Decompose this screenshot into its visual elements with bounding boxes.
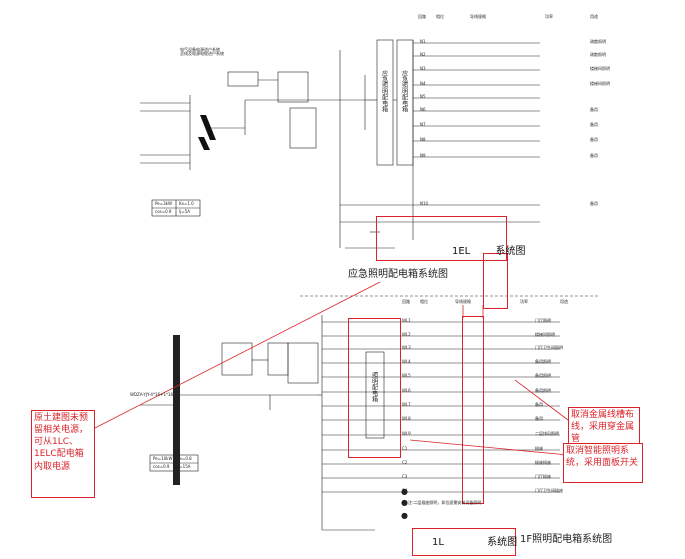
top-row-use: 备用: [590, 201, 598, 206]
bottom-red-box-left: [348, 318, 401, 458]
bottom-row-id: WL1: [402, 318, 411, 323]
bottom-row-id: WL7: [402, 402, 411, 407]
bottom-row-id: C1: [402, 446, 408, 451]
top-caption: 应急照明配电箱系统图: [348, 269, 448, 280]
bottom-col-header-use: 用途: [560, 299, 568, 304]
top-col-header-use: 用途: [590, 14, 598, 19]
bottom-row-id: WL3: [402, 345, 411, 350]
top-row-id: N7: [420, 122, 426, 127]
bottom-row-use: 门厅插座: [535, 474, 551, 479]
bottom-row-use: 门厅照明: [535, 318, 551, 323]
top-row-use: 备用: [590, 153, 598, 158]
bottom-load-cos: cos=0.9: [153, 464, 170, 469]
bottom-row-id: WL2: [402, 332, 411, 337]
top-row-id: N6: [420, 107, 426, 112]
top-row-id: N5: [420, 94, 426, 99]
red-annotations: [94, 281, 569, 456]
bottom-row-id: WL8: [402, 416, 411, 421]
title-1l-suffix: 系统图: [487, 537, 518, 548]
top-row-use: 备用: [590, 137, 598, 142]
top-row-id: N4: [420, 81, 426, 86]
bottom-row-use: 门厅卫生间照明: [535, 345, 563, 350]
top-red-box-main: [376, 216, 507, 261]
title-1el: 1EL 系统图: [452, 242, 525, 257]
bottom-row-id: WL4: [402, 359, 411, 364]
bullet-2: ●: [401, 498, 408, 507]
bottom-row-use: 楼梯间照明: [535, 332, 555, 337]
bottom-row-id: WL9: [402, 431, 411, 436]
bottom-row-use: 插座: [535, 446, 543, 451]
bottom-footnote: 注:二层插座照明，如位面需安装设备照明: [408, 500, 482, 505]
top-row-id: N3: [420, 66, 426, 71]
top-load-kx: Kx=1.0: [179, 201, 194, 206]
bottom-row-id: C2: [402, 460, 408, 465]
top-row-use: 备用: [590, 122, 598, 127]
bottom-col-header-power: 功率: [520, 299, 528, 304]
title-1el-name: 1EL: [452, 246, 471, 257]
bottom-row-use: 备用: [535, 416, 543, 421]
bottom-caption: 1F照明配电箱系统图: [520, 534, 613, 545]
bottom-row-id: C4: [402, 488, 408, 493]
bottom-row-use: 插座插座: [535, 460, 551, 465]
bottom-load-pe: Pe=10kW: [153, 456, 173, 461]
top-row-use: 疏散照明: [590, 39, 606, 44]
note-left: 原土建图未预留相关电源，可从1LC、1ELC配电箱内取电源: [31, 410, 95, 498]
note-right-1: 取消金属线槽布线，采用穿金属管: [568, 407, 640, 445]
bottom-load-ijs: Ij=15A: [177, 464, 191, 469]
top-vbox1-label: 应急照明配电箱: [380, 70, 388, 112]
top-vbox2-label: 应急照明配电箱: [400, 70, 408, 112]
top-diagram: [140, 39, 600, 297]
bottom-red-box-title: [412, 528, 516, 556]
top-row-id: N8: [420, 137, 426, 142]
bottom-row-use: 备用照明: [535, 373, 551, 378]
bottom-vbus-label: 照明配电箱: [370, 372, 378, 402]
top-row-use: 疏散照明: [590, 52, 606, 57]
top-row-id: N1: [420, 39, 426, 44]
top-row-use: 楼梯间照明: [590, 81, 610, 86]
top-load-cos: cos=0.9: [155, 209, 172, 214]
title-1l-name: 1L: [432, 537, 444, 548]
bullet-3: ●: [401, 511, 408, 520]
bottom-diagram: [140, 315, 560, 531]
top-col-header-phase: 相位: [436, 14, 444, 19]
top-load-ijs: Ij=5A: [179, 209, 190, 214]
top-col-header-cable: 导线规格: [470, 14, 486, 19]
bottom-row-use: 备用照明: [535, 359, 551, 364]
top-row-use: 备用: [590, 107, 598, 112]
bottom-row-use: 备用照明: [535, 388, 551, 393]
title-1el-suffix: 系统图: [495, 246, 526, 257]
top-red-box-right: [483, 253, 508, 309]
bottom-feed-label: WDZA-YJY-4*16+1*16: [130, 392, 174, 397]
top-mains-label: 电气设备电源进户系统 总线及电源电缆进户系统: [180, 47, 224, 56]
top-row-use: 楼梯间照明: [590, 66, 610, 71]
top-row-id: N10: [420, 201, 429, 206]
bottom-row-id: WL6: [402, 388, 411, 393]
top-row-id: N9: [420, 153, 426, 158]
top-load-pe: Pe=3kW: [155, 201, 172, 206]
bottom-row-use: 二层排风照明: [535, 431, 559, 436]
bottom-red-box-mid: [462, 316, 484, 504]
title-1l: 1L 系统图: [432, 533, 517, 548]
bottom-col-header-phase: 相位: [420, 299, 428, 304]
note-right-2: 取消智能照明系统，采用面板开关: [563, 443, 643, 483]
bottom-col-header-circuit: 回路: [402, 299, 410, 304]
top-row-id: N2: [420, 52, 426, 57]
top-col-header-power: 功率: [545, 14, 553, 19]
bullet-1: ●: [401, 487, 408, 496]
top-col-header-circuit: 回路: [418, 14, 426, 19]
bottom-load-kx: Kx=0.8: [177, 456, 192, 461]
bottom-row-use: 门厅卫生间插座: [535, 488, 563, 493]
bottom-col-header-cable: 导线规格: [455, 299, 471, 304]
bottom-row-use: 备用: [535, 402, 543, 407]
bottom-row-id: C3: [402, 474, 408, 479]
bottom-row-id: WL5: [402, 373, 411, 378]
